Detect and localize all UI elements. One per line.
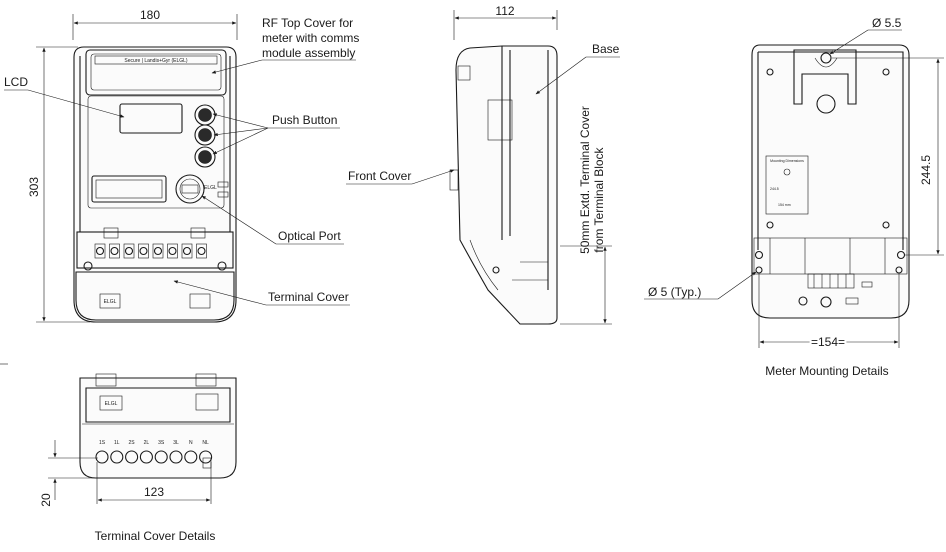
rf-top-cover: [85, 49, 227, 96]
terminal-block: [76, 227, 234, 271]
rf-cover-callout: RF Top Cover for meter with comms module…: [211, 16, 359, 74]
terminal-cover-label: Terminal Cover: [268, 290, 349, 304]
mount-width-label: =154=: [811, 335, 845, 349]
terminal-depth-label: 20: [39, 493, 53, 507]
terminal-screw: [123, 243, 135, 259]
push-button-callout: Push Button: [212, 113, 340, 155]
side-view: 112: [449, 4, 558, 325]
mount-height-label: 244.5: [919, 155, 933, 185]
front-cover-label: Front Cover: [348, 169, 411, 183]
rf-cover-label-2: meter with comms: [262, 31, 359, 45]
mount-connector: [807, 273, 855, 289]
brand-label: Secure | Landis+Gyr (ELGL): [124, 58, 187, 64]
terminal-number: N: [189, 440, 193, 446]
mount-hole-typ-callout: Ø 5 (Typ.): [644, 271, 757, 300]
terminal-hole: [154, 450, 168, 464]
terminal-number: 3L: [173, 440, 179, 446]
front-width-dimension: 180: [72, 8, 238, 40]
terminal-screw: [167, 243, 178, 259]
terminal-screw: [152, 243, 164, 259]
hole-diameter-callout: Ø 5.5: [829, 16, 902, 55]
terminal-cover-body: [79, 377, 237, 479]
mount-plate-width: 154 mm: [778, 203, 791, 207]
rf-cover-label-3: module assembly: [262, 46, 355, 60]
terminal-ext-label-2: from Terminal Block: [592, 146, 606, 252]
nameplate-window: [91, 175, 167, 203]
optical-port-logo: ELGL: [204, 185, 217, 191]
terminal-hole: [110, 450, 124, 464]
mounting-bracket: [793, 49, 857, 105]
side-depth-dimension: 112: [453, 4, 558, 40]
terminal-number: 2L: [144, 440, 150, 446]
terminal-cover-view: ELGL 1S 1L 2S 2L 3S 3L N NL: [79, 373, 237, 479]
mount-height-dimension: 244.5: [832, 57, 944, 256]
mount-plate-value: 244.5: [770, 187, 779, 191]
terminal-screw: [181, 243, 193, 259]
rf-cover-label-1: RF Top Cover for: [262, 16, 353, 30]
terminal-cover: [75, 271, 235, 321]
terminal-cover-callout: Terminal Cover: [173, 280, 350, 306]
side-body-outline: [455, 45, 558, 325]
mount-hole-typ-label: Ø 5 (Typ.): [648, 285, 701, 299]
hole-diameter-label: Ø 5.5: [872, 16, 902, 30]
mounting-view: Mounting Dimensions 244.5 154 mm: [751, 44, 910, 319]
push-button-label: Push Button: [272, 113, 337, 127]
front-width-label: 180: [140, 8, 160, 22]
mount-width-dimension: =154=: [758, 274, 900, 351]
mount-plate-title: Mounting Dimensions: [770, 159, 804, 163]
terminal-detail-row: 1S 1L 2S 2L 3S 3L N NL: [95, 440, 213, 464]
terminal-width-label: 123: [144, 485, 164, 499]
optical-port: ELGL: [175, 174, 229, 204]
mounting-body-outline: [751, 44, 910, 319]
front-height-label: 303: [27, 177, 41, 197]
terminal-number: 3S: [158, 440, 165, 446]
lcd-label: LCD: [4, 75, 28, 89]
terminal-detail-logo: ELGL: [105, 401, 118, 407]
terminal-hole: [125, 450, 139, 464]
side-depth-label: 112: [495, 4, 514, 18]
terminal-screw: [196, 243, 207, 259]
optical-port-callout: Optical Port: [201, 195, 344, 245]
base-callout: Base: [535, 42, 620, 95]
push-button-3: [198, 150, 212, 164]
mounting-caption: Meter Mounting Details: [765, 364, 888, 378]
terminal-hole: [169, 450, 183, 464]
terminal-extension-dimension: 50mm Extd. Terminal Cover from Terminal …: [560, 106, 612, 325]
terminal-number: 1S: [99, 440, 106, 446]
front-face: [87, 95, 225, 209]
push-buttons: [194, 104, 216, 168]
terminal-screw: [109, 243, 120, 259]
lcd-callout: LCD: [4, 75, 125, 118]
terminal-hole: [199, 450, 213, 464]
terminal-ext-label-1: 50mm Extd. Terminal Cover: [578, 106, 592, 254]
terminal-depth-dimension: 20: [39, 440, 98, 507]
terminal-hole: [184, 450, 198, 464]
push-button-1: [198, 108, 212, 122]
terminal-hole: [95, 450, 109, 464]
front-view: 180 303 Secure | Landis+Gyr (ELGL): [27, 8, 238, 323]
front-cover-callout: Front Cover: [346, 169, 455, 185]
side-hinge: [487, 99, 513, 141]
mounting-label-plate: [765, 155, 809, 215]
terminal-number: 2S: [129, 440, 136, 446]
terminal-caption: Terminal Cover Details: [95, 529, 216, 543]
terminal-hole: [139, 450, 153, 464]
keyhole: [820, 52, 832, 64]
lcd-window: [119, 103, 183, 134]
terminal-number: NL: [202, 440, 209, 446]
base-label: Base: [592, 42, 620, 56]
terminal-number: 1L: [114, 440, 120, 446]
terminal-screw: [138, 243, 149, 259]
push-button-2: [198, 128, 212, 142]
terminal-screw: [94, 243, 106, 259]
front-height-dimension: 303: [27, 46, 90, 323]
terminal-width-dimension: 123: [96, 462, 212, 504]
optical-port-label: Optical Port: [278, 229, 341, 243]
terminal-cover-logo: ELGL: [104, 299, 117, 305]
